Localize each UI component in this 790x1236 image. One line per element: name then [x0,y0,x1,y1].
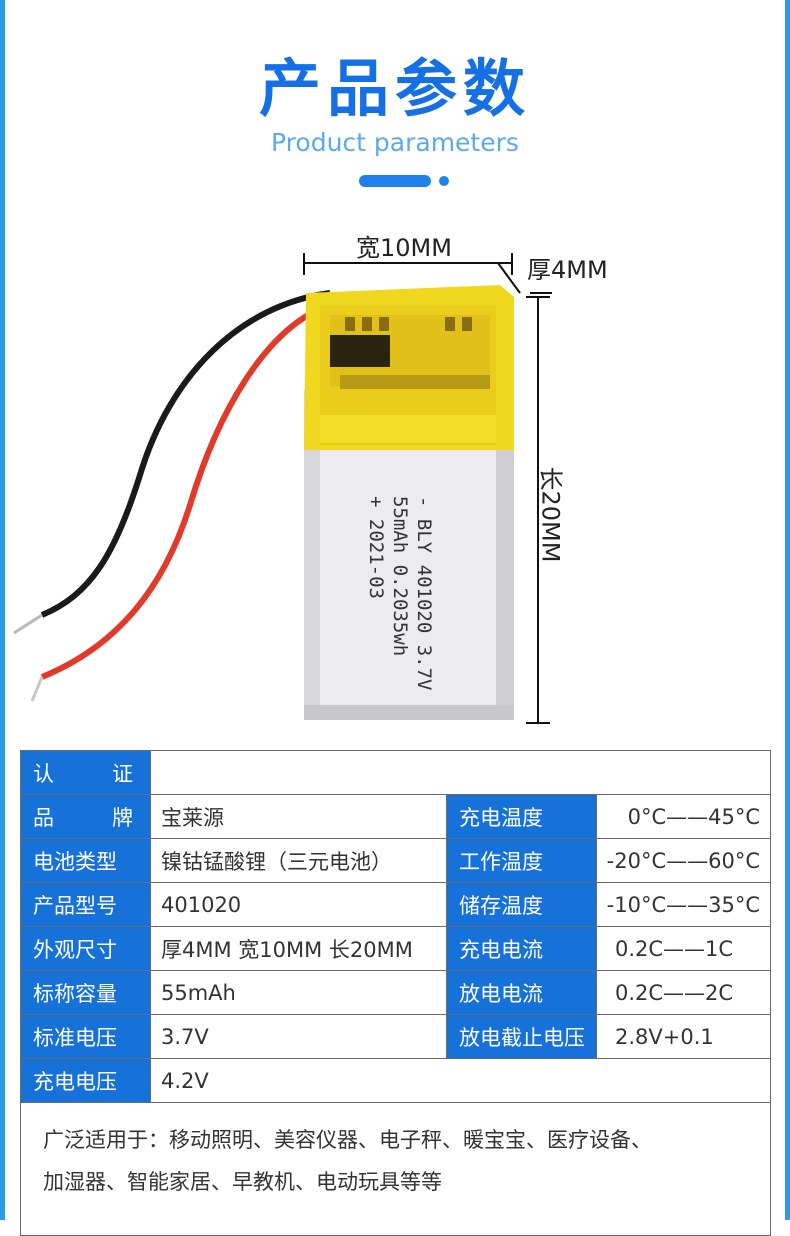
battery-body [304,285,514,720]
table-row: 认证 [20,750,772,795]
size-value: 厚4MM 宽10MM 长20MM [150,926,447,971]
table-row: 品牌 宝莱源 充电温度 0°C——45°C [20,794,772,839]
thickness-dimension-label: 厚4MM [527,256,608,284]
model-value: 401020 [150,882,447,927]
spec-table: 认证 品牌 宝莱源 充电温度 0°C——45°C 电池类型 镍钴锰酸锂（三元电池… [19,750,772,1236]
storage-temp-label: 储存温度 [446,882,597,927]
voltage-value: 3.7V [150,1014,447,1059]
table-row: 外观尺寸 厚4MM 宽10MM 长20MM 充电电流 0.2C——1C [20,926,772,971]
discharge-current-value: 0.2C——2C [595,970,772,1015]
applications-note: 广泛适用于：移动照明、美容仪器、电子秤、暖宝宝、医疗设备、 加湿器、智能家居、早… [19,1102,772,1236]
voltage-label: 标准电压 [20,1014,151,1059]
battery-wires [13,290,331,702]
width-dimension-label: 宽10MM [356,234,452,262]
width-dimension-line [303,253,513,275]
title-underline [359,175,431,187]
model-label: 产品型号 [20,882,151,927]
charge-voltage-value: 4.2V [149,1058,772,1103]
applications-line1: 广泛适用于：移动照明、美容仪器、电子秤、暖宝宝、医疗设备、 [43,1128,652,1152]
brand-label: 品牌 [20,794,151,839]
table-row: 电池类型 镍钴锰酸锂（三元电池） 工作温度 -20°C——60°C [20,838,772,883]
capacity-label: 标称容量 [20,970,151,1015]
table-row: 充电电压 4.2V [20,1058,772,1103]
page-title: 产品参数 [258,52,531,125]
charge-temp-value: 0°C——45°C [595,794,772,839]
battery-illustration [13,253,552,724]
storage-temp-value: -10°C——35°C [595,882,772,927]
table-row: 广泛适用于：移动照明、美容仪器、电子秤、暖宝宝、医疗设备、 加湿器、智能家居、早… [19,1102,772,1236]
battery-print-line1: - BLY 401020 3.7V [413,496,435,691]
battery-print: - BLY 401020 3.7V 55mAh 0.2035wh + 2021-… [364,496,436,716]
applications-line2: 加湿器、智能家居、早教机、电动玩具等等 [43,1170,442,1194]
work-temp-value: -20°C——60°C [595,838,772,883]
page-subtitle: Product parameters [271,128,519,157]
cert-label: 认证 [20,750,151,795]
size-label: 外观尺寸 [20,926,151,971]
cert-value [149,750,772,795]
discharge-current-label: 放电电流 [446,970,597,1015]
capacity-value: 55mAh [150,970,447,1015]
battery-type-value: 镍钴锰酸锂（三元电池） [150,838,447,883]
table-row: 标称容量 55mAh 放电电流 0.2C——2C [20,970,772,1015]
thickness-dimension-line [497,262,552,294]
battery-print-line2: 55mAh 0.2035wh [389,496,411,657]
title-underline-dot [439,176,449,186]
cutoff-voltage-value: 2.8V+0.1 [595,1014,772,1059]
table-row: 产品型号 401020 储存温度 -10°C——35°C [20,882,772,927]
cutoff-voltage-label: 放电截止电压 [446,1014,597,1059]
table-row: 标准电压 3.7V 放电截止电压 2.8V+0.1 [20,1014,772,1059]
charge-current-value: 0.2C——1C [595,926,772,971]
battery-print-line3: + 2021-03 [365,496,387,599]
charge-current-label: 充电电流 [446,926,597,971]
charge-voltage-label: 充电电压 [20,1058,151,1103]
battery-type-label: 电池类型 [20,838,151,883]
length-dimension-line [526,296,550,724]
brand-value: 宝莱源 [150,794,447,839]
work-temp-label: 工作温度 [446,838,597,883]
charge-temp-label: 充电温度 [446,794,597,839]
